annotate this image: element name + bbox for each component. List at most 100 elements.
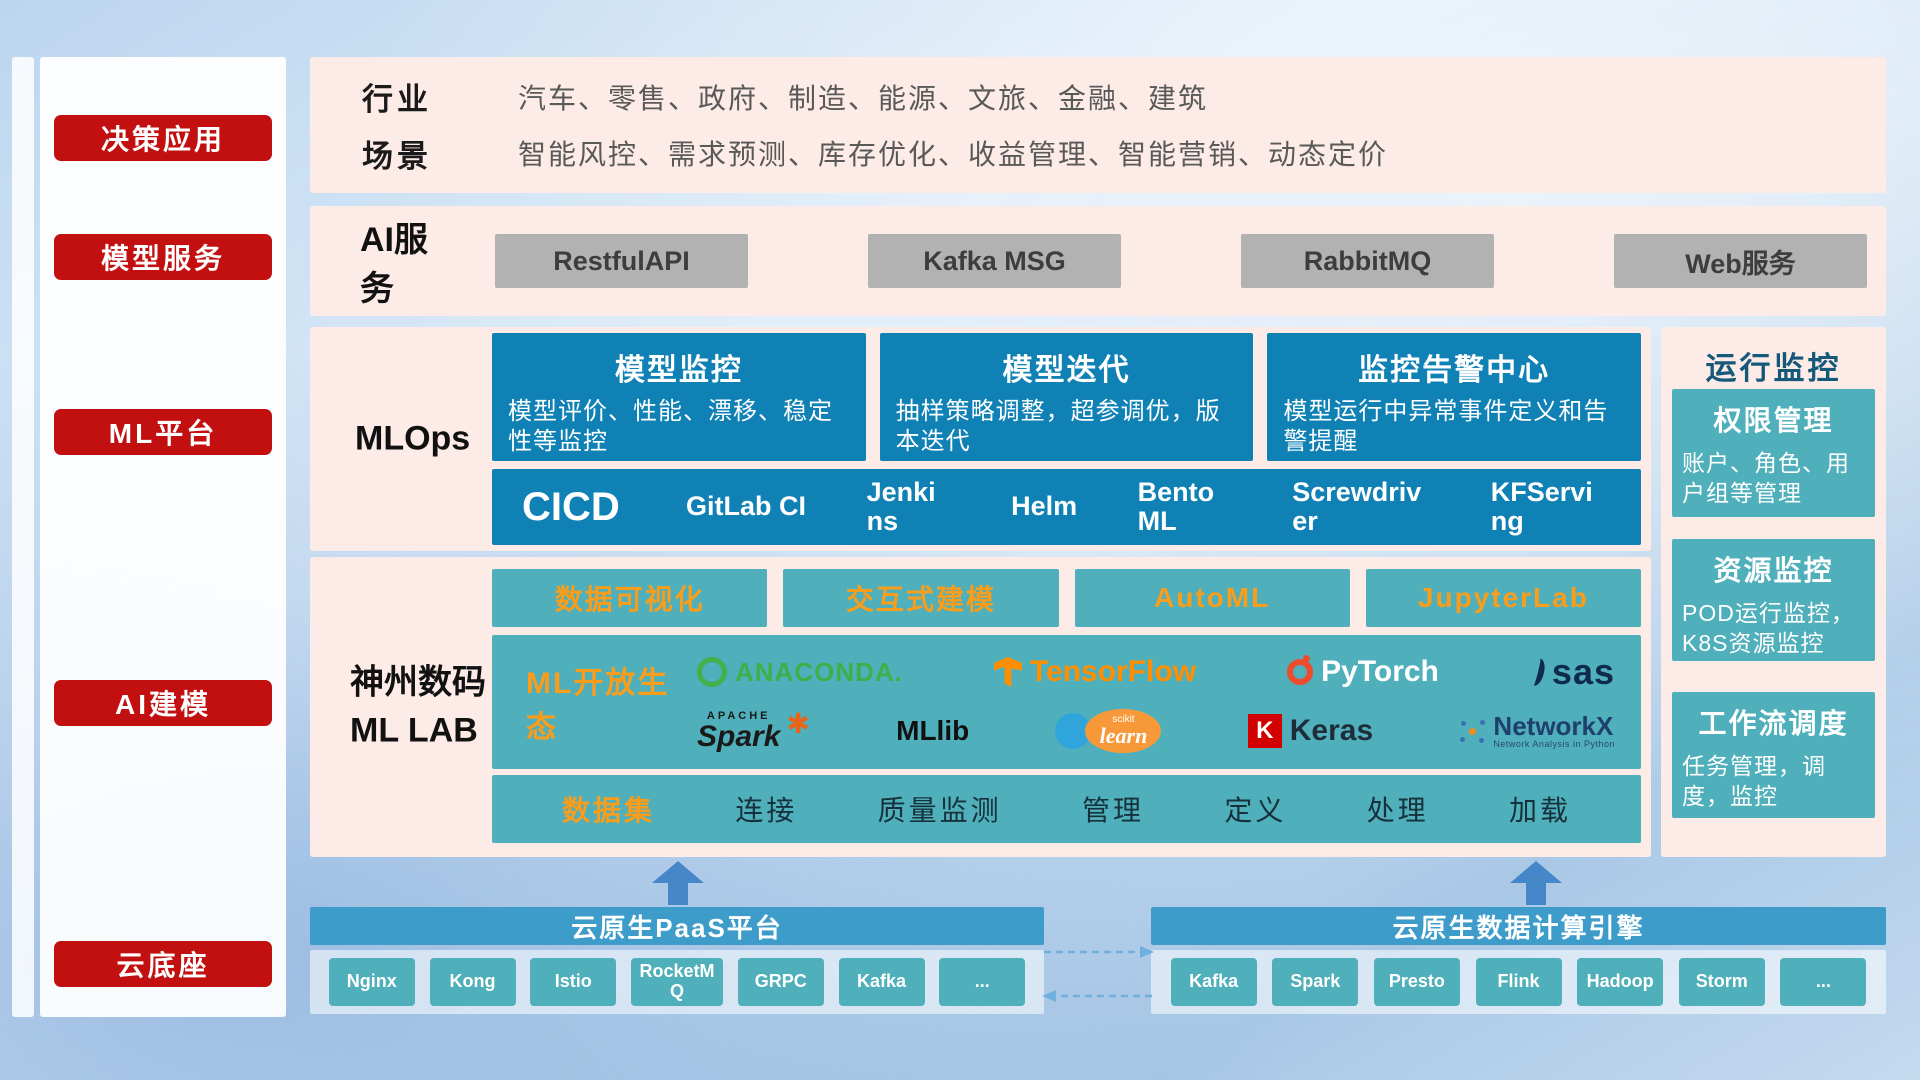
industry-scenario-panel: 行业 汽车、零售、政府、制造、能源、文旅、金融、建筑 场景 智能风控、需求预测、…: [310, 57, 1886, 193]
spark-wordmark: APACHE Spark: [697, 709, 781, 753]
dataflow-dashed-arrows-icon: [1042, 946, 1154, 1002]
data-engine-bar: 云原生数据计算引擎: [1151, 907, 1886, 945]
cicd-kfserving: KFServing: [1490, 476, 1593, 536]
cicd-bar: CICD GitLab CI Jenkins Helm BentoML Scre…: [492, 469, 1641, 545]
spark-star-icon: ✱: [786, 707, 810, 739]
mlops-panel: MLOps 模型监控 模型评价、性能、漂移、稳定性等监控 模型迭代 抽样策略调整…: [310, 327, 1651, 551]
ml-lab-label-line2: ML LAB: [350, 711, 478, 749]
dataset-connect: 连接: [735, 795, 798, 826]
left-edge-strip: [12, 57, 34, 1017]
engine-spark: Spark: [1272, 958, 1359, 1006]
cicd-items: GitLab CI Jenkins Helm BentoML Screwdriv…: [656, 476, 1633, 536]
cicd-bentoml: BentoML: [1137, 476, 1215, 536]
paas-kong: Kong: [429, 958, 516, 1006]
apache-label: APACHE: [706, 709, 771, 722]
run-monitoring-panel: 运行监控 权限管理 账户、角色、用户组等管理 资源监控 POD运行监控，K8S资…: [1661, 327, 1886, 857]
card-title: 监控告警中心: [1358, 354, 1551, 387]
paas-grpc: GRPC: [737, 958, 824, 1006]
workflow-scheduling-card: 工作流调度 任务管理，调度，监控: [1672, 692, 1875, 818]
tensorflow-logo: TensorFlow: [993, 655, 1197, 689]
ai-service-panel: AI服务 RestfulAPI Kafka MSG RabbitMQ Web服务: [310, 206, 1886, 316]
networkx-subtitle: Network Analysis in Python: [1493, 738, 1615, 749]
card-desc: 抽样策略调整，超参调优，版本迭代: [895, 398, 1221, 455]
spark-logo: APACHE Spark ✱: [697, 708, 810, 753]
anaconda-icon: [697, 657, 727, 687]
anaconda-wordmark: ANACONDA.: [735, 656, 903, 687]
card-title: 权限管理: [1713, 405, 1834, 436]
cicd-label: CICD: [522, 484, 620, 529]
dataset-manage: 管理: [1081, 795, 1144, 826]
scenario-row: 场景 智能风控、需求预测、库存优化、收益管理、智能营销、动态定价: [310, 131, 1886, 176]
paas-nginx: Nginx: [328, 958, 415, 1006]
dataset-process: 处理: [1366, 795, 1429, 826]
run-monitoring-title: 运行监控: [1705, 351, 1842, 386]
sidebar-item-model-service: 模型服务: [54, 234, 272, 280]
keras-logo: K Keras: [1247, 714, 1373, 748]
ai-service-rabbitmq: RabbitMQ: [1241, 234, 1494, 288]
industry-row: 行业 汽车、零售、政府、制造、能源、文旅、金融、建筑: [310, 74, 1886, 119]
tool-automl: AutoML: [1074, 569, 1350, 627]
paas-kafka: Kafka: [838, 958, 925, 1006]
tool-data-visualization: 数据可视化: [492, 569, 768, 627]
card-title: 工作流调度: [1698, 708, 1849, 739]
engine-more: ...: [1780, 958, 1867, 1006]
industry-label: 行业: [362, 82, 432, 118]
alert-center-card: 监控告警中心 模型运行中异常事件定义和告警提醒: [1267, 333, 1642, 461]
ml-open-ecosystem-label: ML开放生态: [526, 667, 670, 744]
up-arrow-paas-icon: [652, 861, 704, 905]
card-desc: 模型评价、性能、漂移、稳定性等监控: [508, 398, 833, 455]
dataset-define: 定义: [1224, 795, 1287, 826]
mllib-logo: MLlib: [896, 715, 969, 747]
networkx-wordmark: NetworkX: [1493, 710, 1614, 741]
model-iteration-card: 模型迭代 抽样策略调整，超参调优，版本迭代: [879, 333, 1254, 461]
tool-jupyterlab: JupyterLab: [1365, 569, 1641, 627]
pytorch-wordmark: PyTorch: [1321, 655, 1439, 688]
ml-lab-tools-row: 数据可视化 交互式建模 AutoML JupyterLab: [492, 569, 1641, 627]
sas-wordmark: sas: [1551, 651, 1615, 692]
engine-presto: Presto: [1373, 958, 1460, 1006]
pytorch-flame-icon: [1287, 655, 1314, 685]
ai-service-restfulapi: RestfulAPI: [495, 234, 748, 288]
card-desc: POD运行监控，K8S资源监控: [1682, 600, 1855, 656]
paas-platform-bar: 云原生PaaS平台: [310, 907, 1044, 945]
card-title: 模型迭代: [1002, 354, 1131, 387]
anaconda-logo: ANACONDA.: [697, 657, 903, 688]
ml-lab-label-line1: 神州数码: [350, 663, 486, 702]
tensorflow-wordmark: TensorFlow: [1029, 655, 1197, 688]
mlops-label: MLOps: [355, 419, 471, 458]
card-title: 模型监控: [614, 354, 743, 387]
dataset-row: 数据集 连接 质量监测 管理 定义 处理 加载: [492, 775, 1641, 843]
tool-interactive-modeling: 交互式建模: [783, 569, 1059, 627]
scikit-orange-blob-icon: scikit learn: [1085, 709, 1162, 753]
dataset-label: 数据集: [562, 795, 656, 826]
paas-more: ...: [939, 958, 1026, 1006]
mllib-wordmark: MLlib: [896, 715, 970, 746]
mlops-cards: 模型监控 模型评价、性能、漂移、稳定性等监控 模型迭代 抽样策略调整，超参调优，…: [492, 333, 1642, 461]
ml-lab-label: 神州数码 ML LAB: [350, 659, 486, 754]
cicd-jenkins: Jenkins: [866, 476, 936, 536]
sidebar-item-cloud-base: 云底座: [54, 941, 272, 987]
scenario-value: 智能风控、需求预测、库存优化、收益管理、智能营销、动态定价: [518, 139, 1389, 171]
engine-storm: Storm: [1678, 958, 1765, 1006]
ml-open-ecosystem-band: ML开放生态 ANACONDA. TensorFlow PyTorch: [492, 635, 1641, 769]
paas-istio: Istio: [530, 958, 617, 1006]
dataset-load: 加载: [1508, 795, 1571, 826]
card-desc: 模型运行中异常事件定义和告警提醒: [1283, 398, 1609, 455]
keras-k-icon: K: [1247, 714, 1282, 748]
paas-rocketmq: RocketMQ: [631, 958, 723, 1006]
data-engine-items: Kafka Spark Presto Flink Hadoop Storm ..…: [1151, 950, 1886, 1014]
ml-lab-panel: 神州数码 ML LAB 数据可视化 交互式建模 AutoML JupyterLa…: [310, 557, 1651, 857]
logo-row-2: APACHE Spark ✱ MLlib scikit learn: [697, 708, 1615, 753]
sidebar-item-ai-modeling: AI建模: [54, 680, 272, 726]
card-desc: 任务管理，调度，监控: [1682, 753, 1826, 809]
layer-sidebar: 决策应用 模型服务 ML平台 AI建模 云底座: [40, 57, 286, 1017]
card-title: 资源监控: [1713, 555, 1834, 586]
dataset-quality: 质量监测: [877, 795, 1002, 826]
tensorflow-icon: [993, 657, 1022, 687]
ai-service-web: Web服务: [1614, 234, 1867, 288]
cicd-gitlab-ci: GitLab CI: [686, 491, 807, 522]
engine-hadoop: Hadoop: [1577, 958, 1664, 1006]
ecosystem-logos: ANACONDA. TensorFlow PyTorch sas: [697, 635, 1641, 769]
networkx-logo: NetworkX Network Analysis in Python: [1459, 710, 1615, 750]
ai-service-label: AI服务: [360, 221, 428, 308]
